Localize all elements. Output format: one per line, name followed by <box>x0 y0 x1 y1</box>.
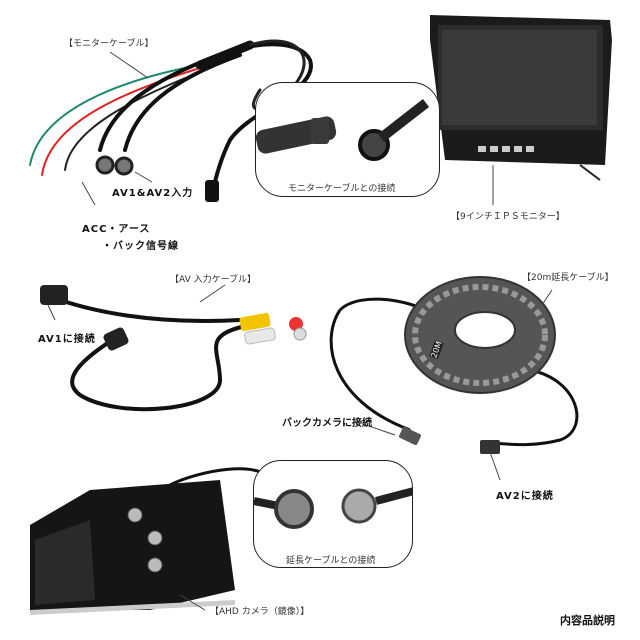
av1-connect-label: AV1に接続 <box>38 334 96 345</box>
monitor-cable <box>29 39 313 197</box>
extension-cable-reel <box>329 276 579 454</box>
back-signal-label: ・バック信号線 <box>102 241 179 252</box>
extension-connection-inset: 延長ケーブルとの接続 <box>253 460 413 568</box>
monitor-cable-label: 【モニターケーブル】 <box>64 39 154 49</box>
footer-title: 内容品説明 <box>560 614 615 627</box>
monitor-connection-inset: モニターケーブルとの接続 <box>255 82 440 197</box>
av2-connect-label: AV2に接続 <box>496 491 554 502</box>
camera-label: 【AHD カメラ（鏡像）】 <box>210 607 310 617</box>
extension-connection-label: 延長ケーブルとの接続 <box>286 556 376 566</box>
monitor <box>430 15 612 181</box>
back-camera-connect-label: バックカメラに接続 <box>282 418 372 429</box>
av-inputs-label: AV1&AV2入力 <box>112 188 194 199</box>
av-input-cable <box>40 285 307 412</box>
av-cable-label: 【AV 入力ケーブル】 <box>170 275 257 285</box>
av2-connector <box>114 156 134 176</box>
extension-cable-label: 【20m延長ケーブル】 <box>522 273 614 283</box>
av1-connector <box>95 155 115 175</box>
monitor-connection-label: モニターケーブルとの接続 <box>288 184 396 194</box>
ahd-camera <box>30 467 272 615</box>
monitor-label: 【9インチＩＰＳモニター】 <box>451 212 565 222</box>
acc-label: ACC・アース <box>82 224 151 235</box>
